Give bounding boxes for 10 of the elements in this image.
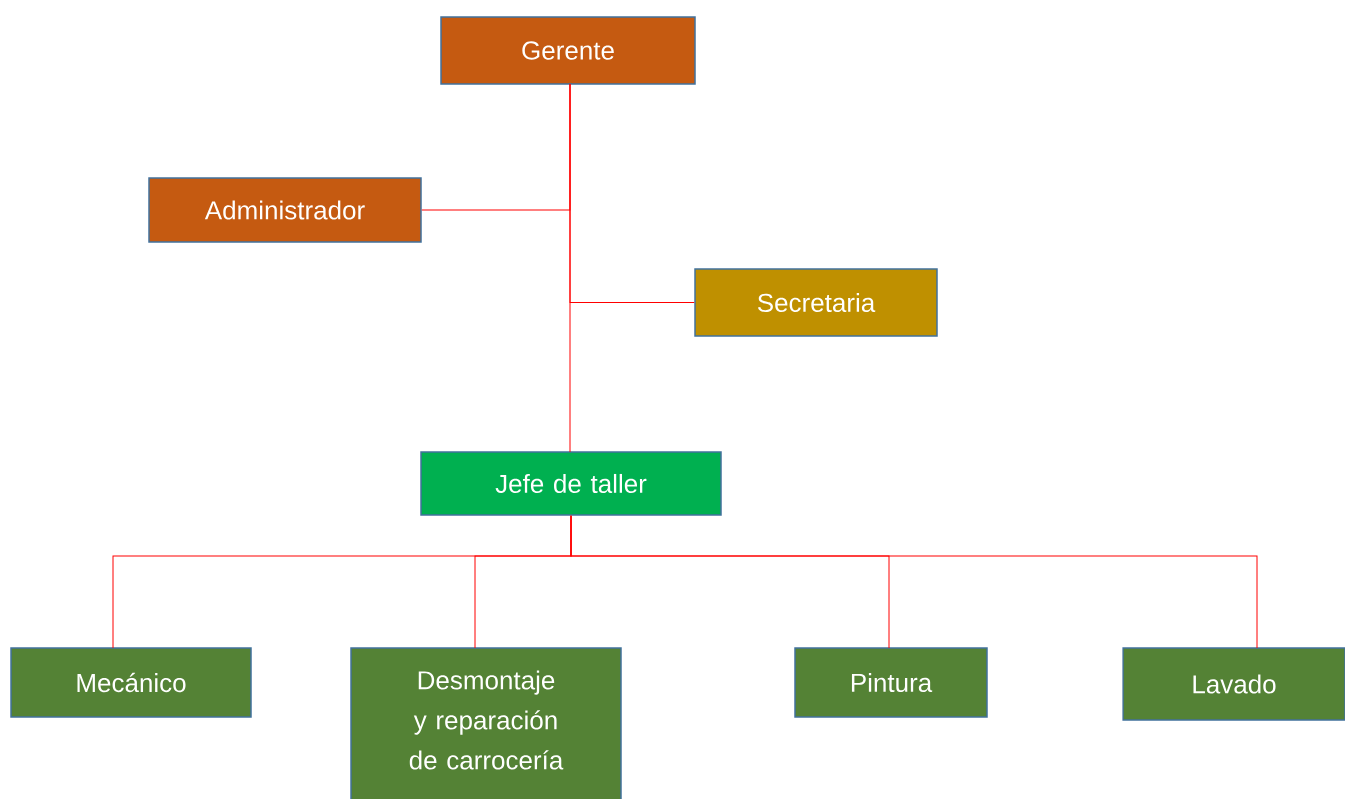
org-box: Lavado (1122, 647, 1345, 721)
org-box: Secretaria (694, 268, 938, 337)
org-box: Administrador (148, 177, 422, 243)
org-box: Mecánico (10, 647, 252, 718)
connector-line (569, 83, 571, 453)
connector-line (570, 515, 1258, 649)
org-box: Jefe de taller (420, 451, 722, 516)
org-box: Pintura (794, 647, 988, 718)
org-box: Gerente (440, 16, 696, 85)
org-box: Desmontaje y reparación de carrocería (350, 647, 622, 799)
